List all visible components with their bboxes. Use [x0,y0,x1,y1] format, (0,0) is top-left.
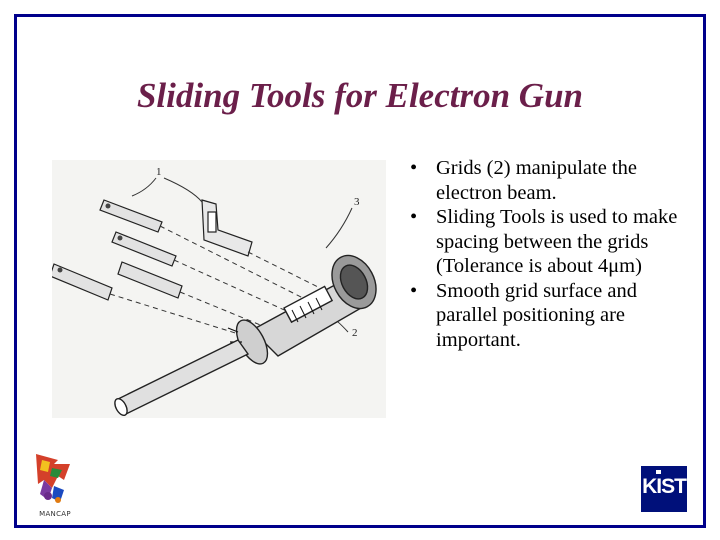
mancap-emblem-icon [36,454,70,503]
grid-strip-2 [111,231,177,267]
gun-body [250,254,377,357]
leader-3 [325,207,353,249]
electron-gun-diagram: 1 2 3 [52,160,386,418]
bullet-dot: • [410,157,418,179]
label-1: 1 [156,166,162,178]
sliding-tool [201,199,253,257]
kist-logo-text: KIST [642,475,687,498]
mancap-logo: MANCAP [28,450,80,518]
slide-frame [14,14,706,528]
label-3: 3 [354,196,360,208]
bullet-dot: • [410,206,418,228]
grid-strip-3 [117,261,183,299]
label-2: 2 [352,327,358,339]
grid-strip-1 [99,199,163,233]
bullet-item: •Sliding Tools is used to make spacing b… [410,206,678,277]
grid-strip-4 [52,263,113,301]
leader-1 [131,177,157,197]
kist-logo-mark [656,470,661,474]
slide-title: Sliding Tools for Electron Gun [136,76,584,115]
bullet-list: •Grids (2) manipulate the electron beam.… [406,156,696,352]
bullet-item: •Grids (2) manipulate the electron beam. [410,157,637,204]
mancap-caption: MANCAP [39,510,71,518]
gun-rod [114,339,250,416]
kist-logo: KIST [641,466,687,512]
bullet-item: •Smooth grid surface and parallel positi… [410,279,637,351]
bullet-dot: • [410,279,418,302]
